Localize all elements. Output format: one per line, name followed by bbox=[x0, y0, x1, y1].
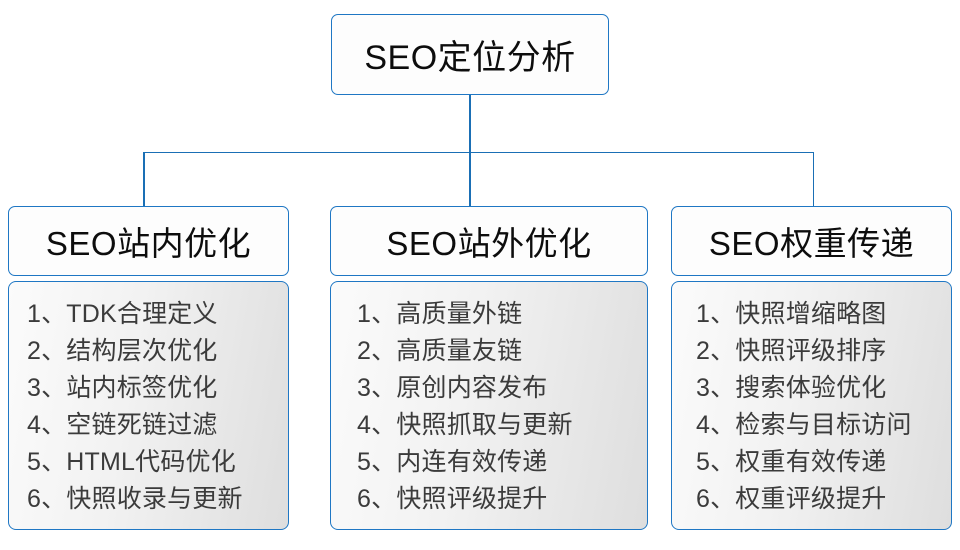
branch-2-title: SEO站外优化 bbox=[386, 225, 592, 262]
list-item: 3、搜索体验优化 bbox=[696, 374, 887, 402]
list-item: 3、原创内容发布 bbox=[357, 374, 548, 402]
list-item: 4、检索与目标访问 bbox=[696, 411, 912, 439]
connector-branch-1-vertical bbox=[143, 151, 145, 207]
list-item: 1、快照增缩略图 bbox=[696, 300, 887, 328]
branch-1-list: 1、TDK合理定义 2、结构层次优化 3、站内标签优化 4、空链死链过滤 5、H… bbox=[8, 281, 289, 530]
list-item: 6、快照评级提升 bbox=[357, 485, 548, 513]
list-item: 6、快照收录与更新 bbox=[27, 485, 243, 513]
branch-2-header: SEO站外优化 bbox=[330, 206, 648, 276]
root-node: SEO定位分析 bbox=[331, 14, 609, 95]
connector-root-vertical bbox=[469, 95, 471, 153]
list-item: 5、权重有效传递 bbox=[696, 448, 887, 476]
list-item: 5、HTML代码优化 bbox=[27, 448, 236, 476]
branch-column-2: SEO站外优化 1、高质量外链 2、高质量友链 3、原创内容发布 4、快照抓取与… bbox=[330, 206, 648, 530]
list-item: 5、内连有效传递 bbox=[357, 448, 548, 476]
branch-column-1: SEO站内优化 1、TDK合理定义 2、结构层次优化 3、站内标签优化 4、空链… bbox=[8, 206, 289, 530]
list-item: 2、高质量友链 bbox=[357, 337, 523, 365]
root-node-label: SEO定位分析 bbox=[364, 39, 576, 77]
list-item: 6、权重评级提升 bbox=[696, 485, 887, 513]
list-item: 1、高质量外链 bbox=[357, 300, 523, 328]
branch-1-header: SEO站内优化 bbox=[8, 206, 289, 276]
branch-3-list: 1、快照增缩略图 2、快照评级排序 3、搜索体验优化 4、检索与目标访问 5、权… bbox=[671, 281, 952, 530]
branch-3-title: SEO权重传递 bbox=[708, 225, 915, 262]
list-item: 4、空链死链过滤 bbox=[27, 411, 218, 439]
branch-1-title: SEO站内优化 bbox=[45, 225, 252, 262]
connector-branch-3-vertical bbox=[812, 151, 815, 207]
connector-horizontal-bar bbox=[143, 151, 814, 154]
connector-branch-2-vertical bbox=[469, 151, 471, 207]
branch-2-list: 1、高质量外链 2、高质量友链 3、原创内容发布 4、快照抓取与更新 5、内连有… bbox=[330, 281, 648, 530]
list-item: 3、站内标签优化 bbox=[27, 374, 218, 402]
list-item: 4、快照抓取与更新 bbox=[357, 411, 573, 439]
branch-3-header: SEO权重传递 bbox=[671, 206, 952, 276]
branch-column-3: SEO权重传递 1、快照增缩略图 2、快照评级排序 3、搜索体验优化 4、检索与… bbox=[671, 206, 952, 530]
list-item: 1、TDK合理定义 bbox=[27, 300, 218, 328]
list-item: 2、快照评级排序 bbox=[696, 337, 887, 365]
list-item: 2、结构层次优化 bbox=[27, 337, 218, 365]
